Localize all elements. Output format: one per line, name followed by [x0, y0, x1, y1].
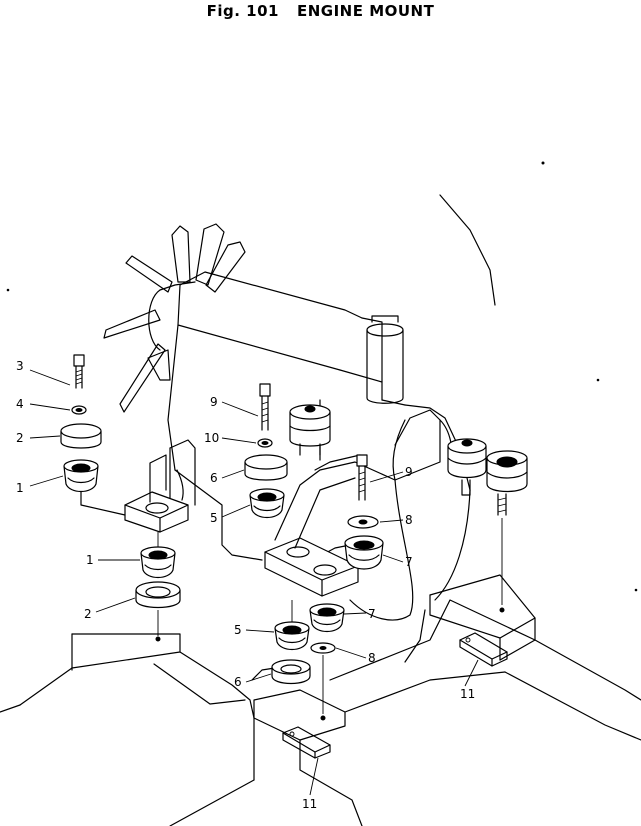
callout-4: 4	[16, 397, 24, 411]
callout-8-lower: 8	[368, 651, 376, 665]
fan	[103, 223, 246, 413]
figure-number: Fig. 101	[206, 2, 279, 20]
callout-1-lower: 1	[86, 553, 94, 567]
callout-11-bottom: 11	[302, 797, 317, 811]
callout-5-center: 5	[210, 511, 218, 525]
callout-1-upper: 1	[16, 481, 24, 495]
left-bracket	[124, 439, 196, 533]
right-mount-stack	[344, 454, 384, 570]
callout-2-upper: 2	[16, 431, 24, 445]
figure-title: Fig. 101 ENGINE MOUNT	[0, 2, 641, 20]
chassis-frame	[0, 574, 641, 826]
callout-6-center: 6	[210, 471, 218, 485]
callout-labels: 3 4 2 1 9 10 6 5 9 8 7 1 2 7 5 8 6 11 11	[16, 359, 475, 811]
callout-11-right: 11	[460, 687, 475, 701]
scan-specks	[6, 161, 638, 592]
callout-3: 3	[16, 359, 24, 373]
leader-lines	[29, 369, 479, 796]
callout-5-lower: 5	[234, 623, 242, 637]
callout-9-right: 9	[405, 465, 413, 479]
callout-6-lower: 6	[234, 675, 242, 689]
left-mount-stack	[60, 354, 181, 642]
callout-8-right: 8	[405, 513, 413, 527]
figure-name: ENGINE MOUNT	[296, 2, 435, 20]
callout-10: 10	[204, 431, 219, 445]
callout-9-center: 9	[210, 395, 218, 409]
callout-7-right: 7	[405, 555, 413, 569]
callout-7-lower: 7	[368, 607, 376, 621]
callout-2-lower: 2	[84, 607, 92, 621]
center-mount-stack	[244, 383, 288, 519]
lower-center-mount-stack	[271, 600, 345, 721]
center-bracket	[264, 409, 453, 597]
engine-side-mounts	[289, 404, 528, 613]
